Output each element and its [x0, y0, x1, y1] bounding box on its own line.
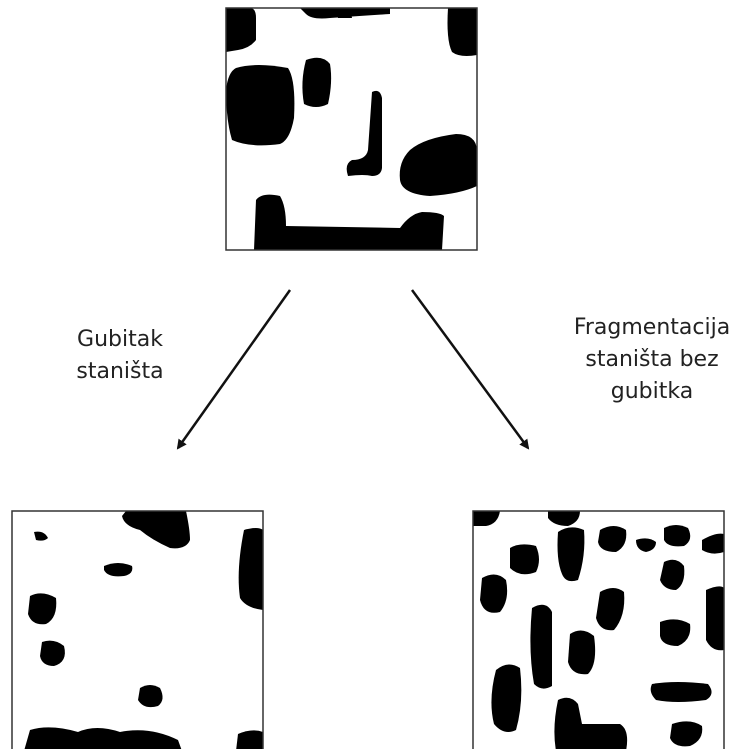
habitat-patch	[636, 538, 656, 552]
original-landscape-panel	[225, 7, 478, 251]
habitat-patch	[302, 57, 332, 107]
habitat-patch	[28, 593, 57, 625]
habitat-patch	[554, 697, 628, 749]
habitat-patch	[596, 588, 625, 631]
fragmentation-label-line-1: Fragmentacija	[573, 315, 731, 340]
habitat-loss-label-line-1: Gubitak	[77, 327, 163, 352]
habitat-loss-label: Gubitak staništa	[40, 324, 200, 388]
habitat-patch	[138, 685, 163, 708]
fragmentation-panel	[472, 510, 725, 749]
habitat-patch	[548, 511, 580, 526]
habitat-patch	[650, 682, 712, 702]
habitat-patch	[491, 664, 522, 732]
habitat-patch	[24, 727, 182, 749]
habitat-patch	[568, 630, 596, 675]
habitat-patch	[226, 65, 295, 146]
fragmentation-label: Fragmentacija staništa bez gubitka	[552, 312, 752, 408]
habitat-patch	[473, 511, 500, 526]
habitat-patch	[706, 586, 724, 651]
habitat-loss-panel	[11, 510, 264, 749]
habitat-patch	[34, 531, 48, 541]
arrow-to-habitat-loss	[176, 289, 292, 450]
habitat-patch	[335, 8, 352, 18]
habitat-patch	[399, 134, 477, 196]
fragmentation-label-line-3: gubitka	[610, 379, 694, 404]
habitat-patch	[660, 619, 691, 646]
habitat-patch	[447, 8, 477, 56]
habitat-patch	[510, 544, 539, 575]
habitat-patch	[238, 528, 263, 610]
habitat-patch	[226, 8, 256, 52]
habitat-loss-label-line-2: staništa	[76, 359, 164, 384]
arrow-to-fragmentation	[410, 289, 530, 450]
fragmentation-label-line-2: staništa bez	[585, 347, 719, 372]
habitat-patch	[660, 559, 685, 590]
habitat-patch	[530, 604, 552, 689]
habitat-patch	[598, 526, 627, 552]
habitat-patch	[236, 730, 263, 749]
habitat-patch	[346, 90, 382, 176]
habitat-patch	[40, 640, 65, 666]
habitat-patch	[254, 194, 444, 250]
habitat-patch	[557, 527, 585, 582]
habitat-patch	[702, 533, 724, 554]
habitat-patch	[104, 563, 133, 577]
habitat-patch	[664, 525, 691, 547]
habitat-patch	[670, 721, 703, 747]
habitat-patch	[480, 574, 508, 613]
habitat-patch	[122, 511, 190, 549]
